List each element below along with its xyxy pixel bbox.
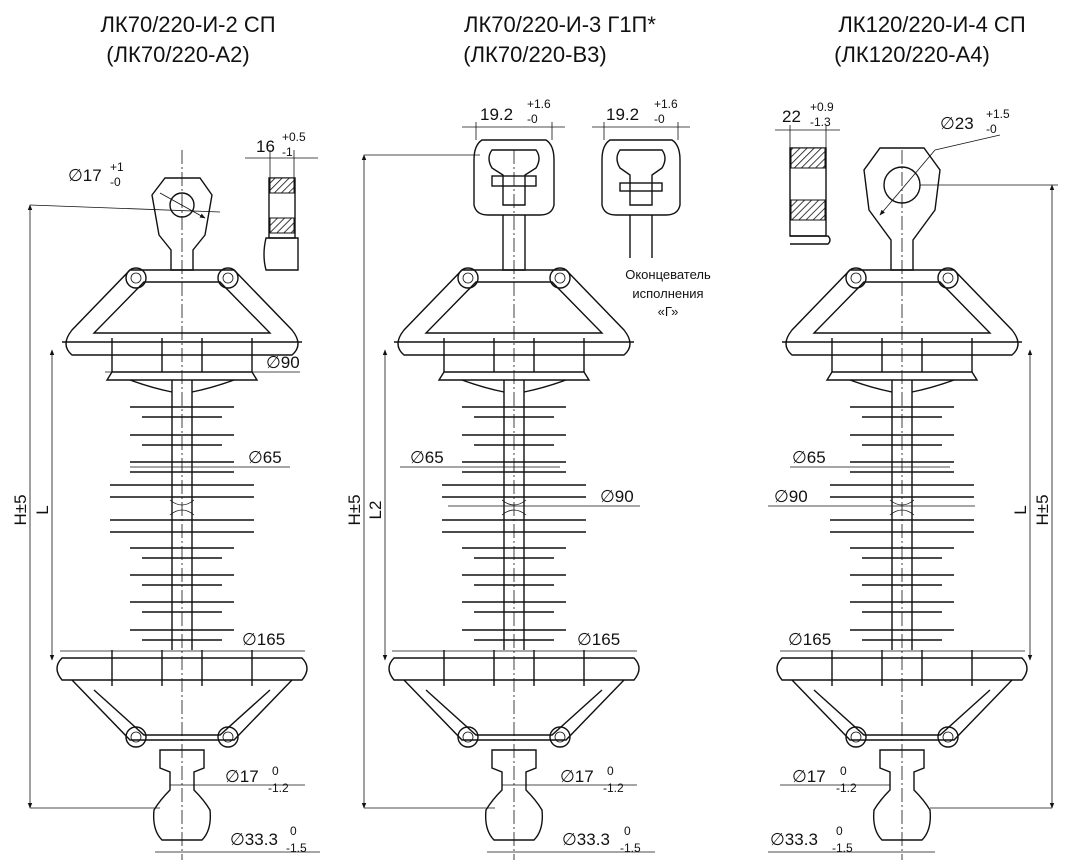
- dia-17-tol-up: 0: [272, 764, 279, 778]
- clevis-fitting: [473, 139, 555, 216]
- dia-17-b-tol-dn: -1.2: [603, 781, 624, 795]
- g-end-fitting: [601, 139, 681, 216]
- dia-90: ∅90: [266, 353, 300, 372]
- eye-b-tol-up: +1.5: [986, 107, 1010, 121]
- dia-165: ∅165: [242, 630, 285, 649]
- dia-17-b: ∅17: [560, 767, 594, 786]
- dia-33-c: ∅33.3: [770, 830, 818, 849]
- dia-17-b-tol-up: 0: [607, 764, 614, 778]
- length-label: L: [33, 505, 52, 514]
- eye-b-tol-dn: -0: [986, 122, 997, 136]
- dia-165-b: ∅165: [577, 630, 620, 649]
- height-label-c: H±5: [1033, 494, 1052, 525]
- eye-dia-label: ∅17: [68, 166, 102, 185]
- dia-17: ∅17: [225, 767, 259, 786]
- dia-33-b: ∅33.3: [562, 830, 610, 849]
- dia-33-tol-up: 0: [290, 824, 297, 838]
- clevis-tol-up: +1.6: [527, 97, 551, 111]
- eye-fitting-b: [863, 147, 941, 271]
- note-line-2: исполнения: [632, 286, 703, 301]
- dia-17-c-tol-dn: -1.2: [836, 781, 857, 795]
- note-line-1: Оконцеватель: [625, 267, 711, 282]
- insulator-1-title: ЛК70/220-И-2 СП: [100, 12, 275, 37]
- height-label-b: H±5: [345, 494, 364, 525]
- insulator-3-body: [776, 149, 1028, 861]
- insulator-3-subtitle: (ЛК120/220-А4): [834, 42, 990, 67]
- insulator-2-title: ЛК70/220-И-3 Г1П*: [464, 12, 656, 37]
- dia-17-tol-dn: -1.2: [268, 781, 289, 795]
- eye-dia-b: ∅23: [940, 114, 974, 133]
- dia-33: ∅33.3: [230, 830, 278, 849]
- dia-33-c-tol-up: 0: [836, 824, 843, 838]
- section-tol-dn: -1: [282, 145, 293, 159]
- section-tol-up: +0.5: [282, 130, 306, 144]
- insulator-3-title: ЛК120/220-И-4 СП: [838, 12, 1025, 37]
- dia-165-c: ∅165: [788, 630, 831, 649]
- insulator-2: ЛК70/220-И-3 Г1П* (ЛК70/220-В3) 19.2 +1.…: [345, 12, 711, 861]
- eye-tol-dn: -0: [110, 175, 121, 189]
- section-b-tol-dn: -1.3: [810, 115, 831, 129]
- clevis-tol-dn: -0: [527, 112, 538, 126]
- insulator-1: ЛК70/220-И-2 СП (ЛК70/220-А2) ∅17 +1 -0 …: [11, 12, 320, 861]
- dia-65: ∅65: [248, 448, 282, 467]
- dia-90-b: ∅90: [600, 487, 634, 506]
- dia-33-b-tol-up: 0: [624, 824, 631, 838]
- insulator-2-subtitle: (ЛК70/220-В3): [463, 42, 606, 67]
- dia-65-b: ∅65: [410, 448, 444, 467]
- length-label-c: L: [1011, 505, 1030, 514]
- clevis2-tol-up: +1.6: [654, 97, 678, 111]
- section-b-tol-up: +0.9: [810, 100, 834, 114]
- dia-17-c-tol-up: 0: [840, 764, 847, 778]
- length-label-b: L2: [366, 501, 385, 520]
- dia-33-tol-dn: -1.5: [286, 841, 307, 855]
- insulator-1-subtitle: (ЛК70/220-А2): [106, 42, 249, 67]
- eye-tol-up: +1: [110, 160, 124, 174]
- section-width-b: 22: [782, 107, 801, 126]
- clevis-width: 19.2: [480, 105, 513, 124]
- height-label: H±5: [11, 494, 30, 525]
- clevis2-width: 19.2: [606, 105, 639, 124]
- dia-65-c: ∅65: [792, 448, 826, 467]
- section-width: 16: [256, 137, 275, 156]
- dia-90-c: ∅90: [774, 487, 808, 506]
- clevis2-tol-dn: -0: [654, 112, 665, 126]
- insulator-3: ЛК120/220-И-4 СП (ЛК120/220-А4) ∅23 +1.5…: [768, 12, 1058, 861]
- insulator-1-body: [56, 149, 308, 861]
- note-line-3: «Г»: [658, 304, 679, 319]
- dia-17-c: ∅17: [792, 767, 826, 786]
- eye-fitting: [151, 177, 213, 271]
- dia-33-c-tol-dn: -1.5: [832, 841, 853, 855]
- dia-33-b-tol-dn: -1.5: [620, 841, 641, 855]
